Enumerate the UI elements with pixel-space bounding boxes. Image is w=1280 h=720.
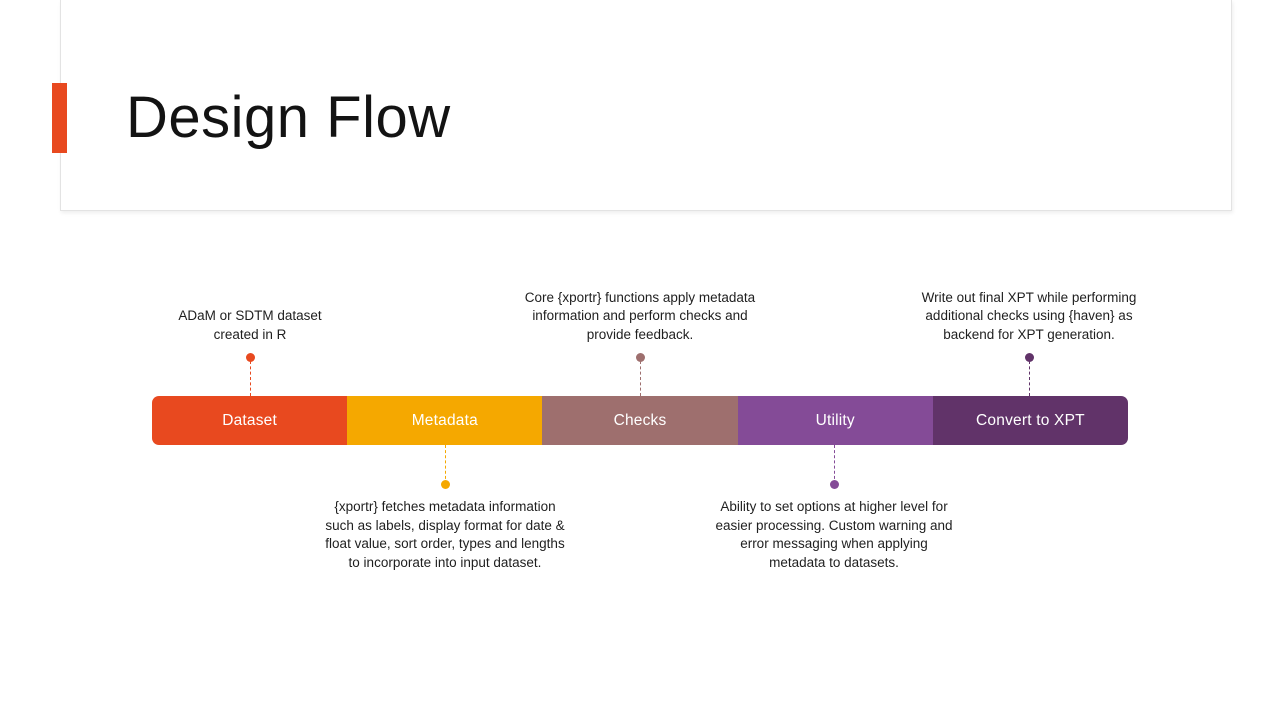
page-title: Design Flow [126, 85, 451, 150]
flow-segment-checks[interactable]: Checks [542, 396, 738, 445]
connector-line [445, 445, 446, 484]
callout-line: float value, sort order, types and lengt… [325, 536, 565, 551]
dataset-callout: ADaM or SDTM dataset created in R [120, 307, 380, 344]
metadata-callout: {xportr} fetches metadata information suc… [280, 498, 610, 572]
title-accent-bar [52, 83, 67, 153]
utility-callout: Ability to set options at higher level f… [669, 498, 999, 572]
connector-dot [441, 480, 450, 489]
callout-line: Write out final XPT while performing [921, 289, 1137, 305]
callout-line: Ability to set options at higher level f… [720, 499, 948, 514]
flow-segment-utility[interactable]: Utility [737, 396, 933, 445]
callout-line: metadata to datasets. [769, 554, 899, 570]
connector-dot [246, 353, 255, 362]
connector-line [834, 445, 835, 484]
flow-segment-label: Utility [815, 411, 855, 429]
callout-line: easier processing. Custom warning and [715, 517, 953, 533]
checks-callout: Core {xportr} functions apply metadata in… [475, 289, 805, 345]
flow-segment-metadata[interactable]: Metadata [347, 396, 543, 445]
title-frame [60, 0, 1232, 211]
callout-line: additional checks using {haven} as [925, 308, 1133, 323]
flow-segment-label: Dataset [222, 411, 278, 429]
flow-segment-dataset[interactable]: Dataset [152, 396, 348, 445]
connector-line [640, 361, 641, 396]
callout-line: created in R [213, 326, 287, 342]
connector-line [250, 361, 251, 396]
connector-line [1029, 361, 1030, 396]
connector-dot [636, 353, 645, 362]
flow-segment-label: Convert to XPT [976, 411, 1085, 429]
callout-line: information and perform checks and [532, 308, 748, 323]
callout-line: such as labels, display format for date … [325, 517, 565, 533]
callout-line: {xportr} fetches metadata information [334, 499, 556, 514]
design-flow-bar: Dataset Metadata Checks Utility Convert to X… [152, 396, 1128, 445]
callout-line: to incorporate into input dataset. [348, 554, 542, 570]
callout-line: ADaM or SDTM dataset [178, 308, 322, 323]
callout-line: provide feedback. [586, 326, 694, 342]
convert-callout: Write out final XPT while performing addi… [869, 289, 1189, 345]
callout-line: Core {xportr} functions apply metadata [524, 289, 756, 305]
connector-dot [1025, 353, 1034, 362]
flow-segment-convert-to-xpt[interactable]: Convert to XPT [932, 396, 1128, 445]
callout-line: error messaging when applying [740, 536, 928, 551]
connector-dot [830, 480, 839, 489]
flow-segment-label: Metadata [411, 411, 478, 429]
flow-segment-label: Checks [613, 411, 667, 429]
callout-line: backend for XPT generation. [943, 326, 1115, 342]
